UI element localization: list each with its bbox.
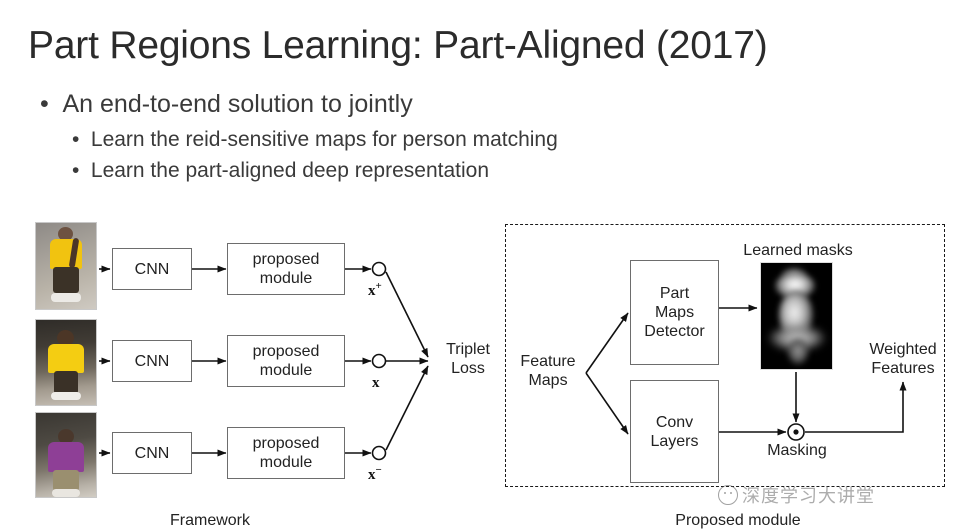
node-label-base: x	[368, 283, 376, 299]
person-head	[58, 227, 73, 241]
person-torso	[48, 344, 84, 373]
node-label-x-negative: x−	[368, 464, 382, 484]
watermark-text: 深度学习大讲堂	[742, 486, 875, 507]
person-head	[58, 429, 74, 444]
bullet-level2-2-text: Learn the part-aligned deep representati…	[90, 159, 490, 182]
cnn-box-row1: CNN	[112, 248, 192, 290]
person-legs	[54, 371, 78, 394]
proposed-module-box-row2: proposed module	[227, 335, 345, 387]
learned-mask-image	[760, 262, 833, 370]
cnn-box-row3: CNN	[112, 432, 192, 474]
watermark: 深度学习大讲堂	[718, 482, 875, 508]
node-label-base: x	[372, 375, 380, 391]
masking-label: Masking	[767, 442, 827, 459]
person-shoes	[51, 392, 81, 400]
person-torso	[48, 442, 84, 472]
bullet-marker-icon: •	[40, 90, 49, 118]
wechat-logo-icon	[718, 485, 738, 505]
node-label-superscript: +	[375, 280, 382, 292]
triplet-loss-line1: Triplet	[446, 341, 490, 358]
bullet-level1-text: An end-to-end solution to jointly	[62, 90, 413, 118]
bullet-marker-icon: •	[72, 128, 80, 151]
person-image-anchor	[35, 319, 97, 406]
node-x-positive	[371, 261, 387, 277]
proposed-module-line1: proposed	[252, 435, 320, 452]
node-x-anchor	[371, 353, 387, 369]
person-image-positive	[35, 222, 97, 310]
framework-caption: Framework	[169, 512, 250, 529]
learned-masks-label: Learned masks	[743, 242, 853, 259]
feature-maps-line1: Feature	[520, 353, 576, 370]
node-label-superscript: −	[375, 464, 382, 476]
bullet-level2-1: • Learn the reid-sensitive maps for perso…	[72, 126, 558, 154]
weighted-features-line2: Features	[871, 360, 935, 377]
conv-line2: Layers	[650, 432, 699, 450]
proposed-module-line2: module	[259, 270, 313, 287]
bullet-marker-icon: •	[72, 159, 80, 182]
proposed-module-line1: proposed	[252, 343, 320, 360]
person-head	[57, 330, 74, 346]
weighted-features-label: Weighted Features	[857, 340, 949, 378]
person-image-negative	[35, 412, 97, 498]
bullet-level2-2: • Learn the part-aligned deep representat…	[72, 157, 489, 185]
node-label-base: x	[368, 467, 376, 483]
proposed-module-line1: proposed	[252, 251, 320, 268]
detector-line2: Maps	[654, 304, 695, 321]
cnn-box-row2: CNN	[112, 340, 192, 382]
diagram-connectors	[99, 261, 907, 461]
person-legs	[53, 267, 79, 293]
node-label-x-positive: x+	[368, 280, 382, 300]
node-x-negative	[371, 445, 387, 461]
detector-line3: Detector	[644, 323, 705, 340]
part-maps-detector-box: Part Maps Detector	[630, 260, 719, 365]
page-title: Part Regions Learning: Part-Aligned (201…	[28, 24, 768, 67]
bullet-level1: • An end-to-end solution to jointly	[40, 88, 413, 120]
node-label-x-anchor: x	[372, 372, 380, 392]
triplet-loss-label: Triplet Loss	[436, 340, 500, 378]
weighted-features-line1: Weighted	[869, 341, 937, 358]
masking-operator-icon	[787, 423, 805, 441]
detector-line1: Part	[659, 285, 690, 302]
proposed-module-line2: module	[259, 362, 313, 379]
conv-line1: Conv	[655, 413, 694, 431]
feature-maps-label: Feature Maps	[512, 352, 584, 390]
proposed-module-box-row1: proposed module	[227, 243, 345, 295]
feature-maps-line2: Maps	[528, 372, 568, 389]
proposed-module-line2: module	[259, 454, 313, 471]
bullet-level2-1-text: Learn the reid-sensitive maps for person…	[90, 128, 558, 151]
mask-blob-legs	[787, 337, 809, 365]
person-shoes	[52, 489, 80, 497]
proposed-module-box-row3: proposed module	[227, 427, 345, 479]
figure-diagram: CNN CNN CNN proposed module proposed mod…	[0, 200, 954, 531]
person-legs	[53, 470, 79, 491]
proposed-module-caption: Proposed module	[675, 512, 801, 529]
triplet-loss-line2: Loss	[451, 360, 485, 377]
person-shoes	[51, 293, 81, 302]
conv-layers-box: Conv Layers	[630, 380, 719, 483]
